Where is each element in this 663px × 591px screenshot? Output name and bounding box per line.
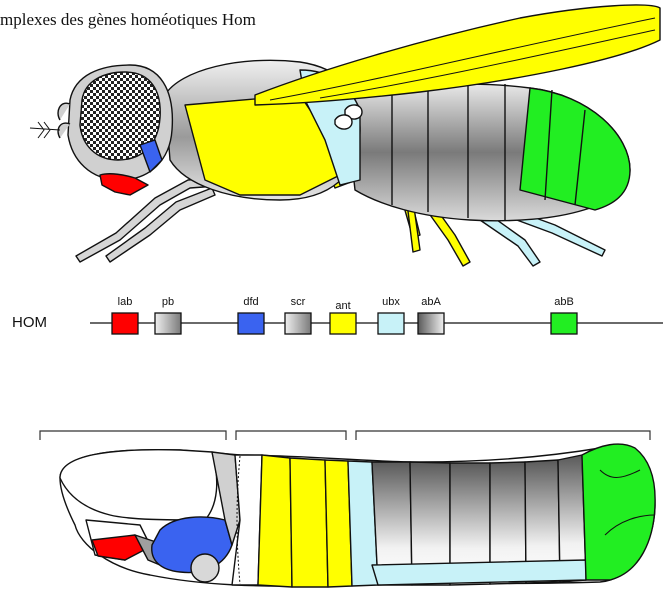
gene-box-ant [330, 313, 356, 334]
gene-label-pb: pb [162, 296, 174, 308]
gene-ubx: ubx [378, 296, 404, 334]
gene-box-dfd [238, 313, 264, 334]
gene-box-scr [285, 313, 311, 334]
gene-abA: abA [418, 296, 444, 334]
gene-label-ant: ant [335, 300, 350, 312]
gene-scr: scr [285, 296, 311, 334]
gene-box-pb [155, 313, 181, 334]
gene-box-ubx [378, 313, 404, 334]
gene-abB: abB [551, 296, 577, 334]
gene-ant: ant [330, 300, 356, 334]
gene-dfd: dfd [238, 296, 264, 334]
gene-label-dfd: dfd [243, 296, 258, 308]
gene-box-abB [551, 313, 577, 334]
gene-label-abA: abA [421, 296, 441, 308]
gene-label-abB: abB [554, 296, 574, 308]
gene-box-lab [112, 313, 138, 334]
gene-box-abA [418, 313, 444, 334]
gene-label-ubx: ubx [382, 296, 400, 308]
gene-label-lab: lab [118, 296, 133, 308]
gene-label-scr: scr [291, 296, 306, 308]
gene-lab: lab [112, 296, 138, 334]
gene-pb: pb [155, 296, 181, 334]
